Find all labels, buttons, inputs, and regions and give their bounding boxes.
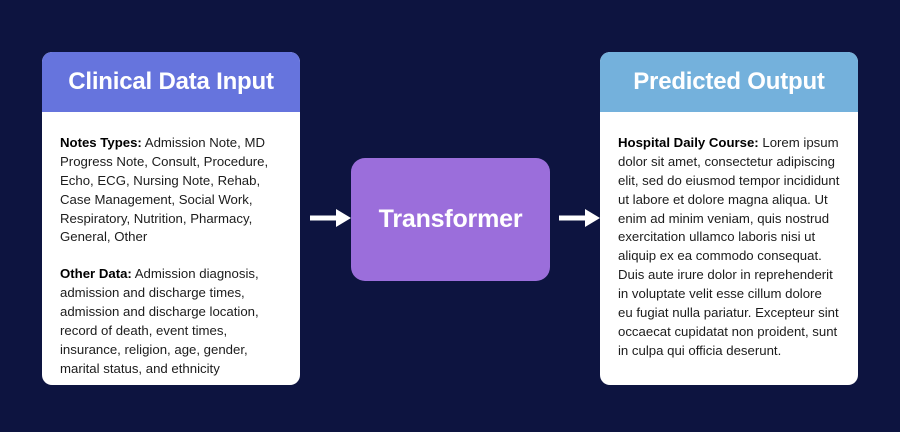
right-arrow-icon bbox=[559, 209, 600, 227]
input-card-header: Clinical Data Input bbox=[42, 52, 300, 112]
notes-types-label: Notes Types: bbox=[60, 135, 142, 150]
hospital-daily-course-label: Hospital Daily Course: bbox=[618, 135, 759, 150]
output-card-header: Predicted Output bbox=[600, 52, 858, 112]
predicted-output-card: Predicted Output Hospital Daily Course: … bbox=[600, 52, 858, 385]
input-card-body: Notes Types: Admission Note, MD Progress… bbox=[42, 112, 300, 385]
output-card-body: Hospital Daily Course: Lorem ipsum dolor… bbox=[600, 112, 858, 385]
clinical-data-input-card: Clinical Data Input Notes Types: Admissi… bbox=[42, 52, 300, 385]
transformer-label: Transformer bbox=[378, 205, 523, 233]
right-arrow-icon bbox=[310, 209, 351, 227]
other-data-text: Admission diagnosis, admission and disch… bbox=[60, 266, 259, 376]
notes-types-paragraph: Notes Types: Admission Note, MD Progress… bbox=[60, 134, 282, 247]
input-card-title: Clinical Data Input bbox=[68, 68, 274, 95]
output-card-title: Predicted Output bbox=[633, 68, 825, 95]
output-flow-arrow bbox=[559, 206, 601, 230]
input-flow-arrow bbox=[310, 206, 352, 230]
notes-types-text: Admission Note, MD Progress Note, Consul… bbox=[60, 135, 269, 245]
other-data-label: Other Data: bbox=[60, 266, 132, 282]
hospital-daily-course-paragraph: Hospital Daily Course: Lorem ipsum dolor… bbox=[618, 134, 840, 361]
transformer-box: Transformer bbox=[351, 158, 550, 281]
other-data-paragraph: Other Data: Admission diagnosis, admissi… bbox=[60, 265, 282, 378]
hospital-daily-course-text: Lorem ipsum dolor sit amet, consectetur … bbox=[618, 135, 840, 358]
